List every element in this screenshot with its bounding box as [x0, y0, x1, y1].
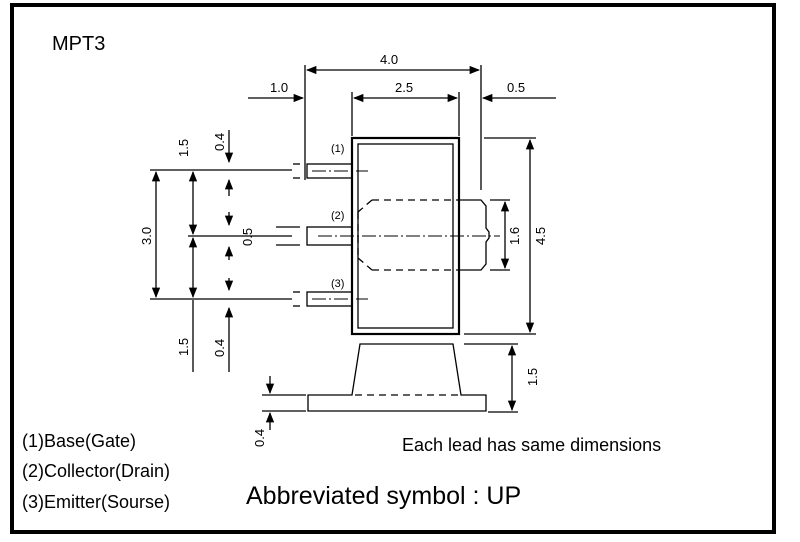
dim-tab-height: 1.6 — [507, 227, 522, 245]
outer-frame — [10, 3, 776, 534]
dim-pitch-bottom: 1.5 — [176, 338, 191, 356]
dim-lead-span: 3.0 — [139, 227, 154, 245]
dim-package-height: 1.5 — [525, 368, 540, 386]
dim-left-lead: 1.0 — [270, 80, 288, 95]
dim-right-tab: 0.5 — [507, 80, 525, 95]
package-top-view — [276, 136, 500, 336]
right-dimensions: 1.6 4.5 1.5 — [464, 137, 548, 413]
pin-label-2: (2) — [331, 210, 344, 222]
dim-body-width: 2.5 — [395, 80, 413, 95]
dim-pitch-top: 1.5 — [176, 139, 191, 157]
left-dimensions: 3.0 1.5 1.5 0.4 0.5 0.4 — [139, 130, 292, 372]
dim-lead-width-bottom: 0.4 — [212, 339, 227, 357]
pin-label-1: (1) — [331, 143, 344, 155]
dim-lead-width-mid: 0.5 — [240, 228, 255, 246]
note-abbreviated-symbol: Abbreviated symbol : UP — [246, 482, 521, 510]
dim-lead-width-top: 0.4 — [212, 133, 227, 151]
dim-lead-thickness: 0.4 — [252, 429, 267, 447]
legend-pin1: (1)Base(Gate) — [22, 431, 136, 451]
dim-total-width: 4.0 — [380, 52, 398, 67]
package-side-view: 0.4 — [252, 343, 487, 447]
dim-body-height: 4.5 — [533, 227, 548, 245]
package-title: MPT3 — [52, 33, 105, 55]
pin-label-3: (3) — [331, 278, 344, 290]
legend-pin3: (3)Emitter(Sourse) — [22, 492, 170, 512]
legend-pin2: (2)Collector(Drain) — [22, 461, 170, 481]
top-dimensions: 4.0 1.0 2.5 0.5 — [248, 52, 556, 190]
note-lead-dimensions: Each lead has same dimensions — [402, 435, 661, 455]
